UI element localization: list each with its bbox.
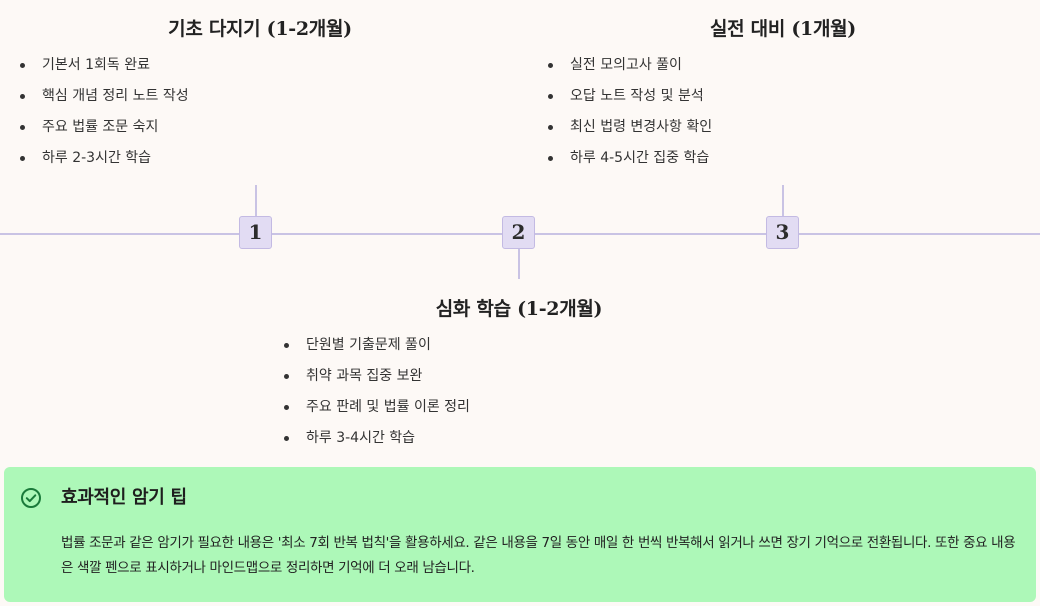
phase-1-section: 기초 다지기 (1-2개월) 기본서 1회독 완료 핵심 개념 정리 노트 작성… [0, 15, 520, 179]
list-item: 하루 4-5시간 집중 학습 [548, 148, 1040, 168]
step-marker-2: 2 [502, 216, 535, 249]
step-marker-3: 3 [766, 216, 799, 249]
step-marker-1: 1 [239, 216, 272, 249]
timeline-connector-2 [518, 249, 520, 279]
phase-3-section: 실전 대비 (1개월) 실전 모의고사 풀이 오답 노트 작성 및 분석 최신 … [523, 15, 1040, 179]
phase-2-section: 심화 학습 (1-2개월) 단원별 기출문제 풀이 취약 과목 집중 보완 주요… [259, 295, 779, 459]
list-item: 실전 모의고사 풀이 [548, 55, 1040, 75]
list-item: 하루 2-3시간 학습 [20, 148, 520, 168]
timeline-connector-3 [782, 185, 784, 217]
tip-body: 법률 조문과 같은 암기가 필요한 내용은 '최소 7회 반복 법칙'을 활용하… [61, 535, 1016, 576]
tip-title: 효과적인 암기 팁 [61, 487, 187, 508]
list-item: 핵심 개념 정리 노트 작성 [20, 86, 520, 106]
list-item: 하루 3-4시간 학습 [284, 428, 779, 448]
phase-1-title: 기초 다지기 (1-2개월) [168, 18, 352, 40]
check-circle-icon [20, 487, 42, 509]
list-item: 기본서 1회독 완료 [20, 55, 520, 75]
tip-box: 효과적인 암기 팁 법률 조문과 같은 암기가 필요한 내용은 '최소 7회 반… [4, 467, 1036, 602]
list-item: 오답 노트 작성 및 분석 [548, 86, 1040, 106]
phase-2-title: 심화 학습 (1-2개월) [435, 298, 603, 320]
phase-3-list: 실전 모의고사 풀이 오답 노트 작성 및 분석 최신 법령 변경사항 확인 하… [548, 55, 1040, 168]
list-item: 주요 판례 및 법률 이론 정리 [284, 397, 779, 417]
timeline-connector-1 [255, 185, 257, 217]
phase-2-list: 단원별 기출문제 풀이 취약 과목 집중 보완 주요 판례 및 법률 이론 정리… [284, 335, 779, 448]
list-item: 최신 법령 변경사항 확인 [548, 117, 1040, 137]
phase-3-title: 실전 대비 (1개월) [709, 18, 856, 40]
phase-1-list: 기본서 1회독 완료 핵심 개념 정리 노트 작성 주요 법률 조문 숙지 하루… [20, 55, 520, 168]
list-item: 취약 과목 집중 보완 [284, 366, 779, 386]
list-item: 단원별 기출문제 풀이 [284, 335, 779, 355]
list-item: 주요 법률 조문 숙지 [20, 117, 520, 137]
